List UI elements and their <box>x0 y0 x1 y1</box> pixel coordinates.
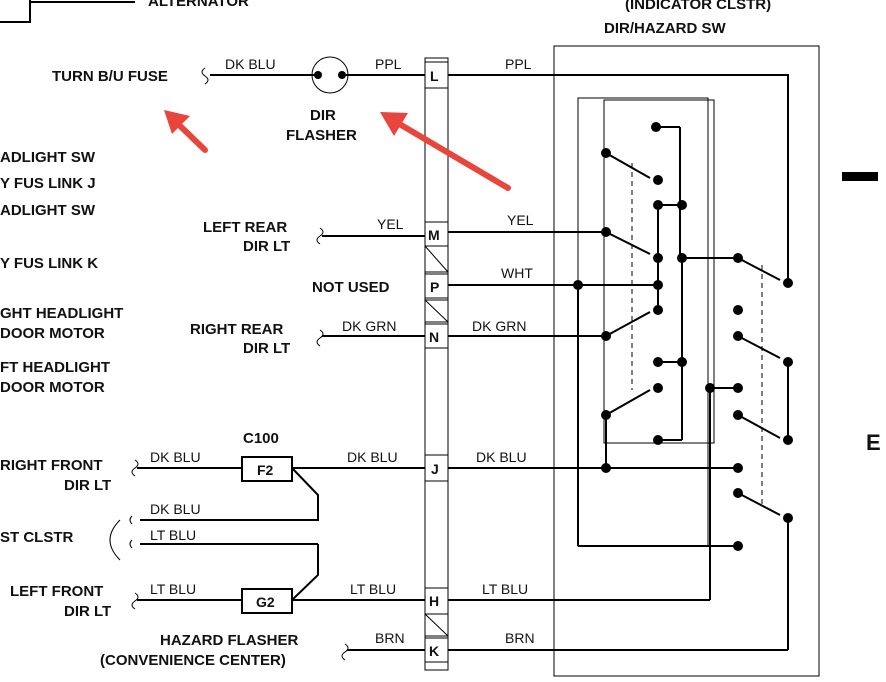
pin-L: L <box>430 68 439 84</box>
pin-J: J <box>431 461 439 477</box>
fus-link-j-label: Y FUS LINK J <box>0 175 96 192</box>
left-headlight-label: FT HEADLIGHT <box>0 359 110 376</box>
switch-inner-box-1 <box>577 97 709 547</box>
hazard-flasher-label: HAZARD FLASHER <box>160 632 298 649</box>
fus-link-k-label: Y FUS LINK K <box>0 255 98 272</box>
left-rear-label: LEFT REAR <box>203 219 287 236</box>
dir-label: DIR <box>310 107 336 124</box>
wire-ppl-right: PPL <box>505 56 532 72</box>
door-motor-label-2: DOOR MOTOR <box>0 379 105 396</box>
pin-H: H <box>429 593 439 609</box>
door-motor-label-1: DOOR MOTOR <box>0 325 105 342</box>
edge-bar-mark <box>842 172 878 181</box>
headlight-sw-label-2: ADLIGHT SW <box>0 202 96 219</box>
not-used-label: NOT USED <box>312 279 390 296</box>
pin-G2: G2 <box>256 594 275 610</box>
wire-yel-left: YEL <box>377 216 404 232</box>
dir-lt-label-3: DIR LT <box>64 477 111 494</box>
wire-ppl-left: PPL <box>375 56 402 72</box>
indicator-clstr-label: (INDICATOR CLSTR) <box>625 0 771 13</box>
wire-dk-grn-left: DK GRN <box>342 318 396 334</box>
st-clstr-label: ST CLSTR <box>0 529 73 546</box>
wire-dk-blu-j-right: DK BLU <box>476 449 527 465</box>
right-front-label: RIGHT FRONT <box>0 457 103 474</box>
convenience-center-label: (CONVENIENCE CENTER) <box>100 652 286 669</box>
wire-dk-blu-rf: DK BLU <box>150 449 201 465</box>
wire-lt-blu-h-right: LT BLU <box>482 581 528 597</box>
wire-dk-blu-fuse: DK BLU <box>225 56 276 72</box>
wire-dk-grn-right: DK GRN <box>472 318 526 334</box>
edge-letter: E <box>866 430 881 455</box>
switch-contacts <box>577 122 793 551</box>
left-front-label: LEFT FRONT <box>10 583 103 600</box>
wire-brn-left: BRN <box>375 630 405 646</box>
annotation-arrow-1 <box>164 110 208 153</box>
alternator-stub: ALTERNATOR <box>0 0 249 23</box>
pin-M: M <box>428 227 440 243</box>
pin-P: P <box>430 279 439 295</box>
pin-N: N <box>429 329 439 345</box>
wire-lt-blu-lf: LT BLU <box>150 581 196 597</box>
wire-dk-blu-clstr: DK BLU <box>150 501 201 517</box>
pin-K: K <box>429 643 439 659</box>
wire-lt-blu-clstr: LT BLU <box>150 527 196 543</box>
wire-lt-blu-h-left: LT BLU <box>350 581 396 597</box>
turn-bu-fuse-label: TURN B/U FUSE <box>52 68 168 85</box>
dir-lt-label-4: DIR LT <box>64 603 111 620</box>
flasher-label: FLASHER <box>286 127 357 144</box>
dir-lt-label-1: DIR LT <box>243 238 290 255</box>
headlight-sw-label-1: ADLIGHT SW <box>0 149 96 166</box>
alternator-label: ALTERNATOR <box>148 0 249 10</box>
wire-yel-right: YEL <box>507 212 534 228</box>
dir-hazard-switch-box <box>553 45 820 677</box>
wire-dk-blu-j-left: DK BLU <box>347 449 398 465</box>
right-headlight-label: GHT HEADLIGHT <box>0 305 123 322</box>
fuse-squiggle <box>201 67 209 85</box>
pin-F2: F2 <box>257 462 274 478</box>
dir-hazard-sw-label: DIR/HAZARD SW <box>604 20 726 37</box>
wire-brn-right: BRN <box>505 630 535 646</box>
wire-wht: WHT <box>501 265 533 281</box>
dir-lt-label-2: DIR LT <box>243 340 290 357</box>
annotation-arrow-2 <box>380 112 511 191</box>
right-rear-label: RIGHT REAR <box>190 321 284 338</box>
c100-label: C100 <box>243 430 279 447</box>
